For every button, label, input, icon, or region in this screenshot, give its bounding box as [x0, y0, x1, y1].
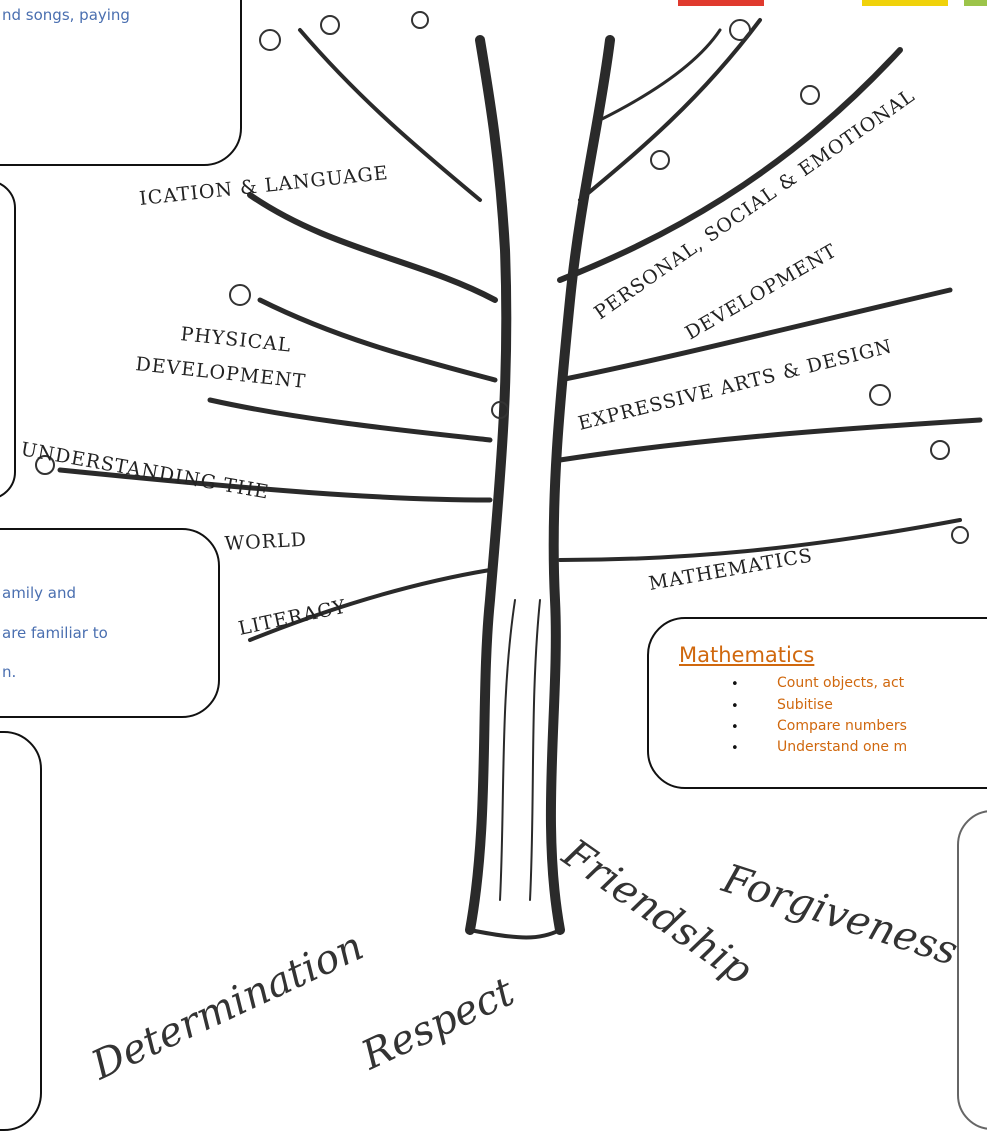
math-item-3: Compare numbers	[777, 718, 907, 734]
mid-card-line3: n.	[2, 663, 17, 681]
math-item-2: Subitise	[777, 697, 833, 713]
label-physical-line2: DEVELOPMENT	[134, 353, 307, 393]
middle-left-card: amily and are familiar to n.	[0, 528, 220, 718]
mid-card-line2: are familiar to	[2, 624, 108, 642]
red-tab	[678, 0, 764, 6]
mathematics-card: Mathematics • Count objects, act • Subit…	[647, 617, 987, 789]
label-expressive: EXPRESSIVE ARTS & DESIGN	[576, 335, 895, 434]
math-bullet-3: •	[731, 720, 739, 735]
top-left-card: nd songs, paying	[0, 0, 242, 166]
yellow-tab	[862, 0, 948, 6]
label-psed-line2: DEVELOPMENT	[682, 240, 841, 345]
root-respect: Respect	[354, 968, 522, 1079]
label-understanding-line1: UNDERSTANDING THE	[19, 438, 271, 503]
math-bullet-1: •	[731, 677, 739, 692]
left-card	[0, 180, 16, 500]
math-bullet-2: •	[731, 699, 739, 714]
math-item-1: Count objects, act	[777, 675, 905, 691]
tree-branches	[57, 18, 983, 940]
math-item-4: Understand one m	[777, 739, 908, 755]
label-physical-line1: PHYSICAL	[179, 323, 292, 357]
top-card-text: nd songs, paying	[2, 6, 130, 24]
bottom-right-card	[957, 810, 987, 1130]
label-understanding-line2: WORLD	[224, 529, 307, 555]
bottom-left-card	[0, 731, 42, 1131]
label-literacy: LITERACY	[236, 596, 348, 640]
math-bullet-4: •	[731, 741, 739, 756]
tree-leaves	[35, 11, 969, 544]
mid-card-line1: amily and	[2, 584, 77, 602]
green-tab	[964, 0, 987, 6]
root-determination: Determination	[84, 923, 370, 1089]
root-friendship: Friendship	[553, 830, 760, 994]
tree-illustration: ICATION & LANGUAGE PERSONAL, SOCIAL & EM…	[19, 0, 987, 1089]
math-title: Mathematics	[679, 643, 815, 667]
